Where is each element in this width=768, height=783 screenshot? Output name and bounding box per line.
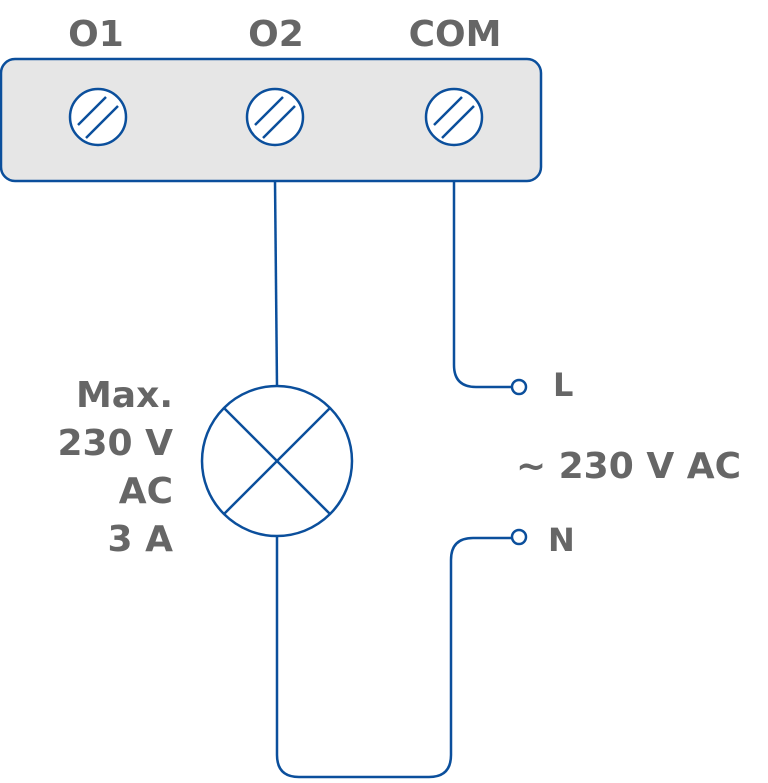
neutral-terminal-point bbox=[510, 528, 528, 546]
live-terminal-point bbox=[510, 378, 528, 396]
live-label: L bbox=[553, 366, 573, 404]
terminal-label-com: COM bbox=[409, 14, 502, 55]
lamp-rating-line4: 3 A bbox=[108, 519, 174, 560]
screw-terminal-com bbox=[424, 87, 484, 147]
wire-o2-to-lamp bbox=[273, 180, 279, 388]
lamp-rating-line1: Max. bbox=[76, 375, 173, 416]
screw-terminal-o1 bbox=[68, 87, 128, 147]
lamp-rating-line3: AC bbox=[119, 471, 173, 512]
wire-com-to-live bbox=[452, 181, 512, 389]
lamp-icon bbox=[200, 384, 354, 538]
lamp-rating-line2: 230 V bbox=[57, 423, 173, 464]
terminal-label-o2: O2 bbox=[248, 14, 304, 55]
screw-terminal-o2 bbox=[245, 87, 305, 147]
neutral-label: N bbox=[548, 521, 575, 559]
terminal-label-o1: O1 bbox=[68, 14, 124, 55]
supply-voltage-label: ~ 230 V AC bbox=[516, 446, 741, 487]
wire-lamp-to-neutral bbox=[275, 536, 512, 779]
